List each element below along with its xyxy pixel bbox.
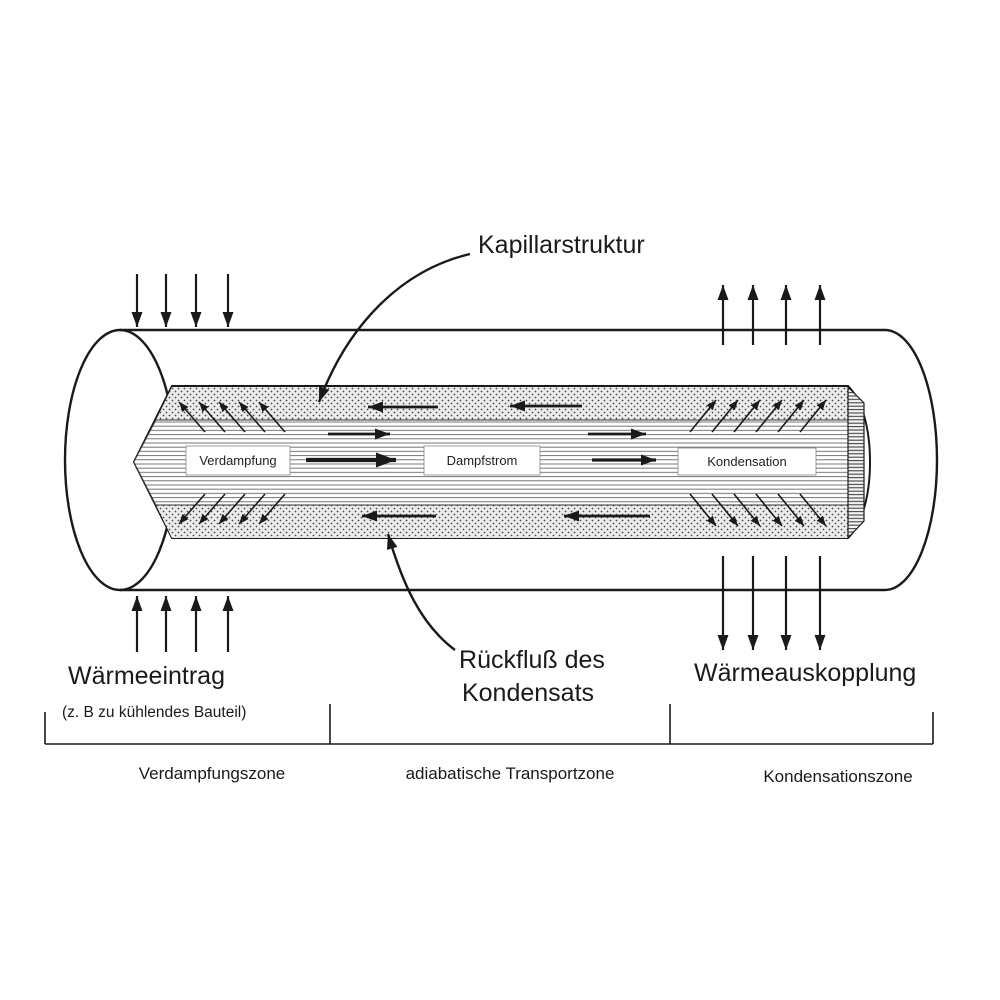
capillary-pointer-arrow <box>317 252 471 403</box>
condensate-return-arrows <box>362 400 650 522</box>
evaporation-label: Verdampfung <box>199 453 276 468</box>
heat-input-arrows-top <box>131 274 234 327</box>
fan-arrow <box>777 493 805 527</box>
fan-arrow <box>238 401 266 433</box>
heat-output-label: Wärmeauskopplung <box>694 659 916 687</box>
fan-arrow <box>755 399 783 433</box>
condensation-box <box>677 447 817 476</box>
heat-output-arrows-top <box>717 285 826 345</box>
fan-arrow <box>198 493 226 525</box>
fan-arrow <box>755 493 783 527</box>
capillary-bottom-band <box>156 505 848 538</box>
vapor-box <box>423 445 541 476</box>
evaporation-box <box>185 445 291 476</box>
vapor-label: Dampfstrom <box>447 453 518 468</box>
condensate-pointer-arrow <box>386 533 456 651</box>
heat-output-arrows-bottom <box>717 556 826 650</box>
condensate-callout-line1: Rückfluß des <box>459 646 605 674</box>
vapor-flow-arrows <box>306 428 656 468</box>
pipe-right-end-arc <box>884 328 939 592</box>
side-labels: Wärmeeintrag (z. B zu kühlendes Bauteil)… <box>62 659 916 721</box>
fan-arrow <box>258 401 286 433</box>
zone-boxes: Verdampfung Dampfstrom Kondensation <box>185 445 817 476</box>
zone-label-transport: adiabatische Transportzone <box>406 764 615 783</box>
zone-label-condensation: Kondensationszone <box>763 767 912 786</box>
fan-arrow <box>711 493 739 527</box>
fan-arrow <box>711 399 739 433</box>
heat-input-label: Wärmeeintrag <box>68 662 225 690</box>
capillary-callout-label: Kapillarstruktur <box>478 231 645 259</box>
heat-input-arrows-bottom <box>131 596 234 652</box>
fan-arrow <box>733 493 761 527</box>
zone-scale <box>44 704 934 745</box>
heat-input-sublabel: (z. B zu kühlendes Bauteil) <box>62 704 246 721</box>
condensation-fan-arrows <box>689 399 827 527</box>
fan-arrow <box>198 401 226 433</box>
fan-arrow <box>218 493 246 525</box>
fan-arrow <box>733 399 761 433</box>
capillary-callout: Kapillarstruktur <box>317 231 645 403</box>
fan-arrow <box>258 493 286 525</box>
condensate-callout-line2: Kondensats <box>462 679 594 707</box>
fan-arrow <box>799 399 827 433</box>
fan-arrow <box>777 399 805 433</box>
fan-arrow <box>689 493 717 527</box>
fan-arrow <box>238 493 266 525</box>
condensation-label: Kondensation <box>707 454 787 469</box>
fan-arrow <box>689 399 717 433</box>
fan-arrow <box>218 401 246 433</box>
evaporation-fan-arrows <box>178 401 286 525</box>
zone-scale-labels: Verdampfungszone adiabatische Transportz… <box>139 764 913 786</box>
slab-end-cap <box>847 385 865 540</box>
fan-arrow <box>799 493 827 527</box>
zone-label-evaporation: Verdampfungszone <box>139 764 286 783</box>
fan-arrow <box>178 493 206 525</box>
fan-arrow <box>178 401 206 433</box>
condensate-callout: Rückfluß des Kondensats <box>386 533 605 707</box>
